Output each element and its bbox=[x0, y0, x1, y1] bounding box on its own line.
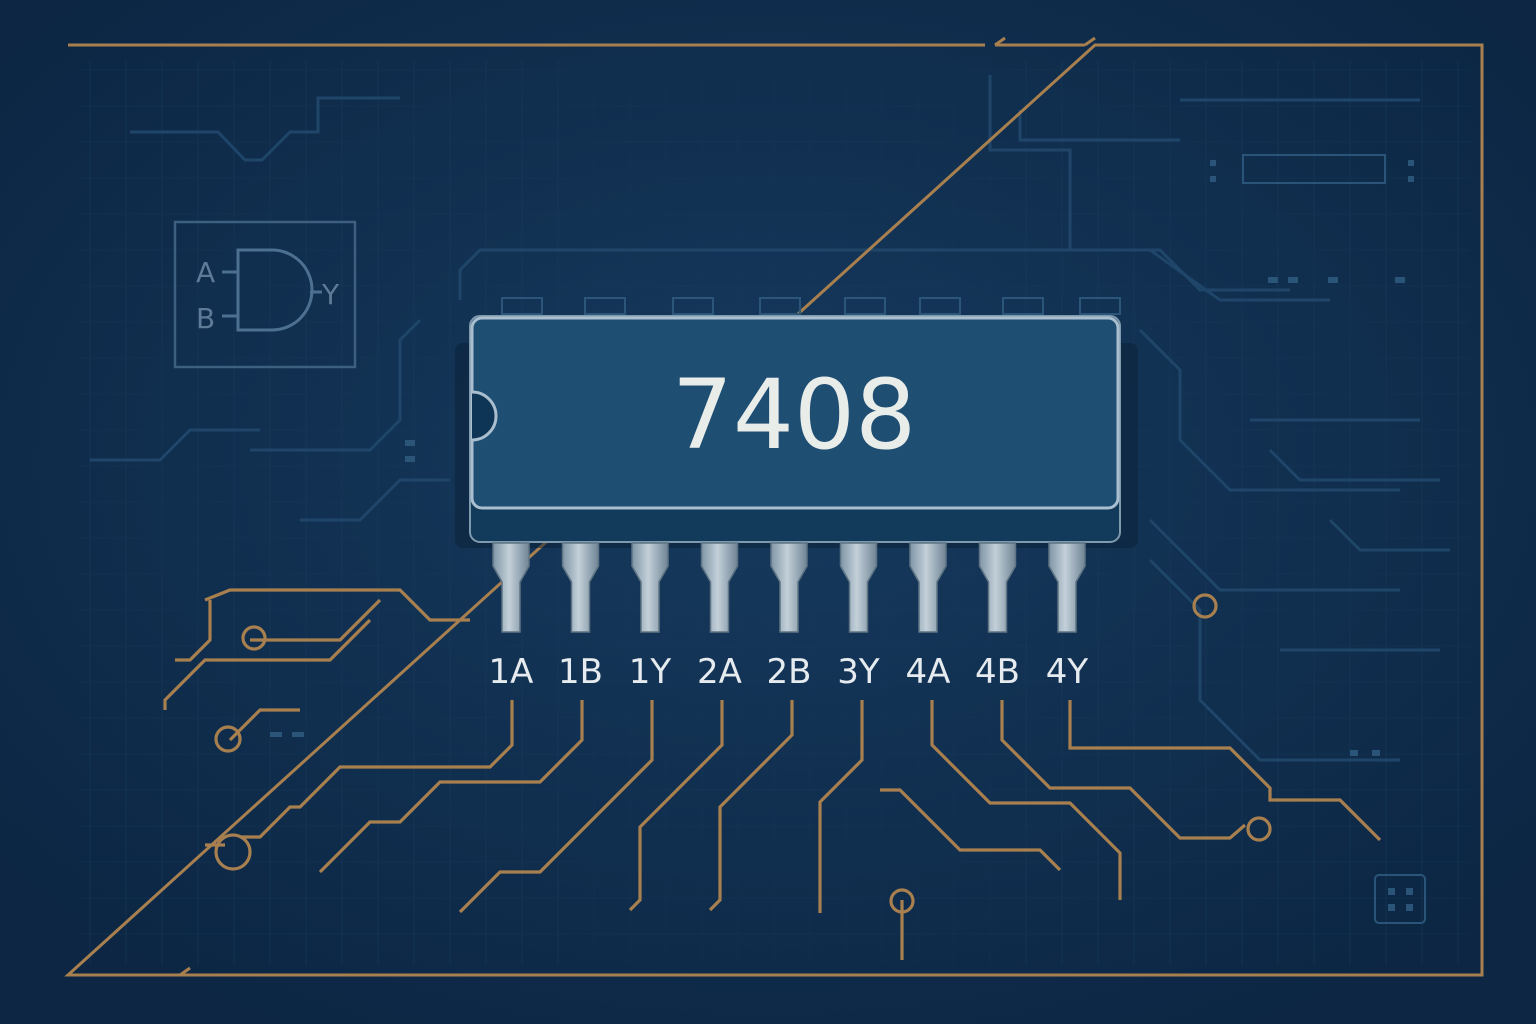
chip-pin bbox=[492, 542, 530, 633]
pin-label-2b: 2B bbox=[767, 652, 812, 692]
chip-pin bbox=[631, 542, 669, 633]
chip-pin bbox=[909, 542, 947, 633]
pin-label-2a: 2A bbox=[697, 652, 742, 692]
gate-input-b-label: B bbox=[196, 302, 215, 335]
board-frame bbox=[64, 43, 1484, 977]
blueprint-grid bbox=[80, 60, 1470, 965]
pin-lead bbox=[770, 542, 808, 633]
background-traces bbox=[90, 75, 1450, 762]
copper-traces bbox=[163, 588, 1382, 960]
chip-pin bbox=[839, 542, 878, 633]
pin-label-1y: 1Y bbox=[629, 652, 672, 692]
pin-labels: 1A 1B 1Y 2A 2B 3Y 4A 4B 4Y bbox=[489, 652, 1089, 692]
pin-label-3y: 3Y bbox=[837, 652, 880, 692]
pin-label-1b: 1B bbox=[558, 652, 603, 692]
pin-lead bbox=[700, 542, 739, 633]
decorative-pads bbox=[1242, 154, 1426, 924]
ic-chip: 7408 bbox=[455, 315, 1138, 548]
and-gate-symbol: A B Y bbox=[173, 220, 357, 369]
chip-pin bbox=[700, 542, 739, 633]
chip-pins bbox=[492, 542, 1086, 633]
trace-vias bbox=[214, 593, 1272, 914]
pin-lead bbox=[561, 542, 600, 633]
pin-lead bbox=[909, 542, 947, 633]
pin-label-4y: 4Y bbox=[1046, 652, 1089, 692]
chip-notch bbox=[471, 390, 498, 442]
chip-part-number: 7408 bbox=[672, 359, 916, 471]
pin-lead bbox=[492, 542, 530, 633]
decorative-dots bbox=[270, 160, 1414, 911]
pin-lead bbox=[978, 542, 1017, 633]
pin-label-4b: 4B bbox=[975, 652, 1020, 692]
top-pin-pads bbox=[501, 297, 1121, 315]
pin-lead bbox=[1048, 542, 1086, 633]
pin-label-1a: 1A bbox=[489, 652, 534, 692]
pin-lead bbox=[839, 542, 878, 633]
gate-symbol-frame bbox=[173, 220, 357, 369]
pin-lead bbox=[631, 542, 669, 633]
pin-label-4a: 4A bbox=[906, 652, 951, 692]
chip-pin bbox=[561, 542, 600, 633]
gate-input-a-label: A bbox=[196, 256, 215, 289]
gate-output-label: Y bbox=[321, 278, 340, 311]
chip-pin bbox=[770, 542, 808, 633]
frame-ticks bbox=[179, 36, 1096, 977]
chip-pin bbox=[1048, 542, 1086, 633]
chip-pin bbox=[978, 542, 1017, 633]
